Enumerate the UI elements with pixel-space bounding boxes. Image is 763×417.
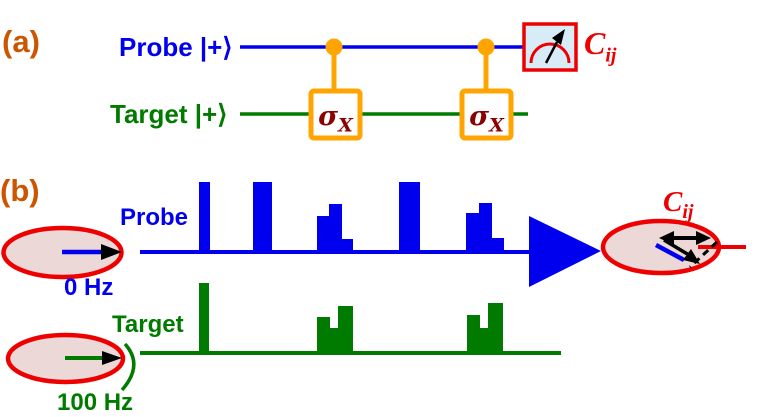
sigma-subscript: X: [338, 114, 353, 137]
precession-arc-icon: [120, 342, 136, 392]
meter-box: [522, 22, 578, 72]
probe-track-label: Probe: [120, 204, 189, 231]
target-pulse-bar: [330, 328, 338, 353]
control-dot-1: [325, 38, 343, 56]
probe-pulse-bar: [342, 239, 353, 252]
angle-dashed-line: [688, 240, 719, 269]
probe-pulse-bar: [479, 203, 492, 252]
probe-pulse-bar: [317, 216, 329, 252]
probe-wire-label: Probe |+⟩: [119, 32, 233, 62]
panel-a-label: (a): [2, 24, 40, 59]
oscillation-arrowhead-right-icon: [696, 231, 711, 245]
probe-pulse-bar: [399, 182, 420, 252]
target-frequency-label: 100 Hz: [57, 389, 134, 416]
correlation-label-b: Cij: [663, 186, 694, 223]
target-spin-arrowhead-icon: [102, 351, 122, 365]
target-pulse-bar: [317, 317, 330, 353]
meter-needle-head-icon: [552, 29, 565, 45]
target-pulse-train: [199, 283, 503, 353]
result-probe-spin-arrow: [654, 243, 686, 262]
sigma-x-gate-label-1: σX: [311, 101, 360, 135]
target-pulse-bar: [199, 283, 209, 353]
meter-dial-arc-icon: [529, 42, 571, 64]
sigma-x-gate-label-2: σX: [462, 101, 511, 135]
probe-pulse-train: [199, 182, 504, 252]
target-track-label: Target: [112, 311, 184, 338]
sigma-symbol: σ: [469, 101, 490, 132]
probe-pulse-bar: [199, 182, 210, 252]
oscillation-arrowhead-left-icon: [659, 231, 674, 245]
sigma-subscript: X: [489, 114, 504, 137]
probe-pulse-bar: [253, 182, 272, 252]
amplifier-triangle: [529, 216, 601, 287]
sigma-x-gate-box-2: [459, 88, 514, 141]
probe-frequency-label: 0 Hz: [64, 274, 114, 301]
target-pulse-bar: [480, 328, 488, 353]
target-wire-label: Target |+⟩: [110, 99, 228, 129]
probe-pulse-bar: [466, 213, 479, 252]
sigma-x-gate-box-1: [308, 88, 363, 141]
panel-b-label: (b): [0, 173, 40, 208]
meter-needle-icon: [544, 41, 559, 64]
probe-spin-arrowhead-icon: [101, 244, 122, 260]
control-dot-2: [477, 38, 495, 56]
target-pulse-bar: [338, 306, 353, 353]
target-pulse-bar: [467, 315, 480, 353]
probe-pulse-bar: [492, 238, 504, 252]
sigma-symbol: σ: [318, 101, 339, 132]
target-pulse-bar: [488, 303, 503, 353]
correlation-label-a: Cij: [584, 25, 617, 67]
probe-pulse-bar: [329, 204, 342, 252]
result-tilted-arrow: [663, 238, 690, 257]
